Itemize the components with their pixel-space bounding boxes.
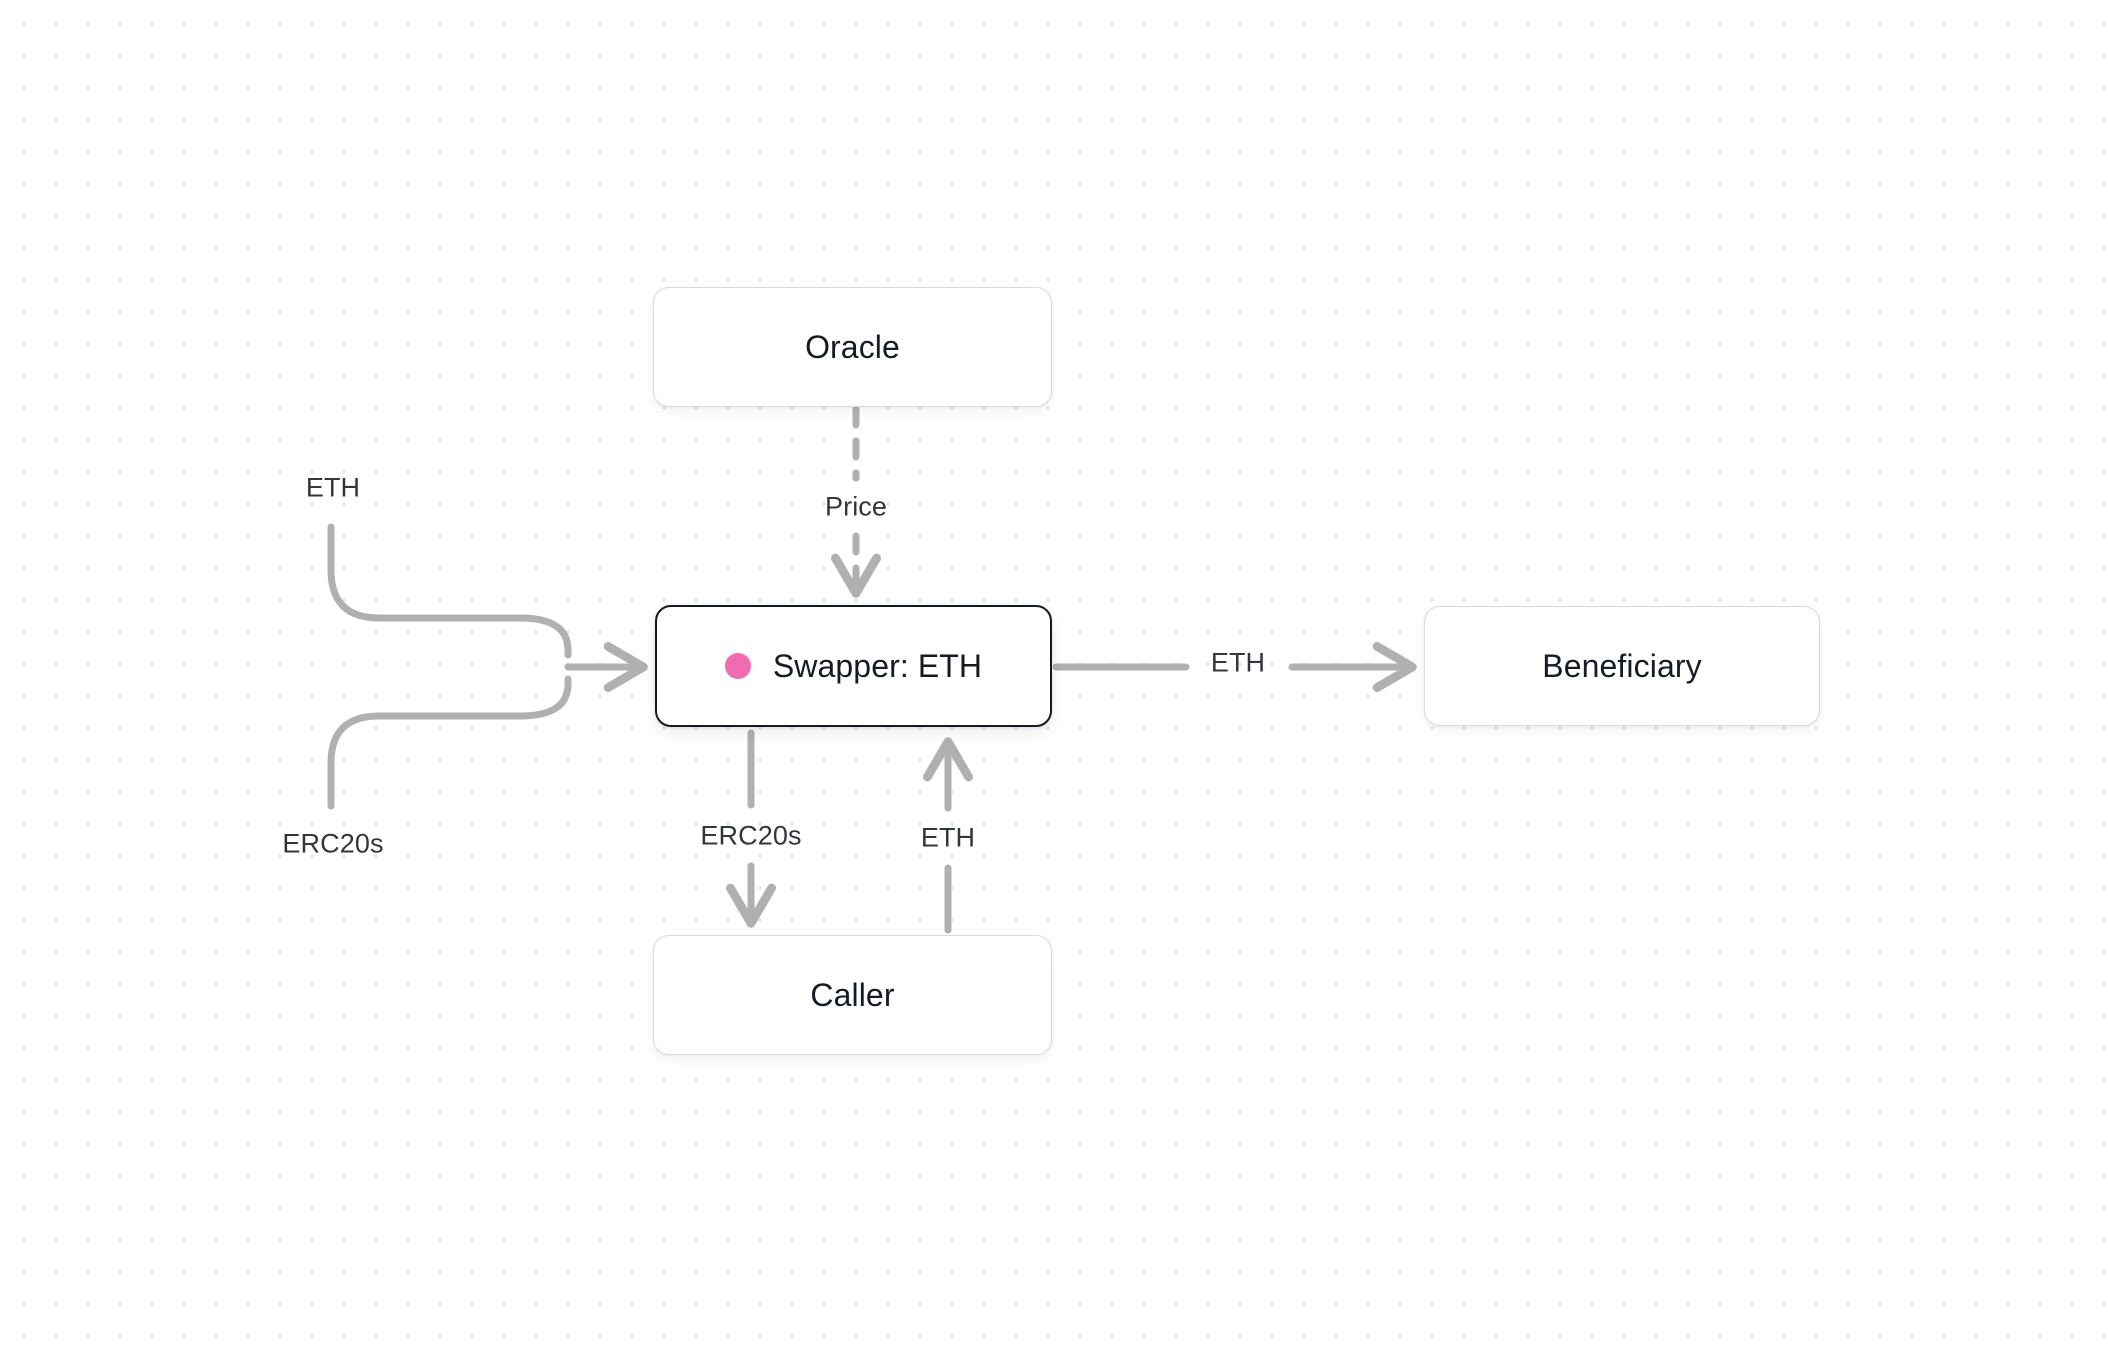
node-caller-content: Caller <box>810 979 894 1011</box>
node-caller[interactable]: Caller <box>653 935 1052 1055</box>
edge-label-swapper-to-beneficiary-eth: ETH <box>1210 647 1266 678</box>
node-oracle-content: Oracle <box>805 331 900 363</box>
node-oracle[interactable]: Oracle <box>653 287 1052 407</box>
node-beneficiary-content: Beneficiary <box>1542 650 1701 682</box>
edge-label-source-erc20s: ERC20s <box>282 828 384 859</box>
node-swapper[interactable]: Swapper: ETH <box>655 605 1052 727</box>
edge-source-eth <box>327 523 572 659</box>
edge-label-caller-to-swapper-eth: ETH <box>920 822 976 853</box>
node-caller-label: Caller <box>810 977 895 1013</box>
node-swapper-content: Swapper: ETH <box>724 648 983 684</box>
edge-source-erc20s <box>327 675 572 810</box>
node-beneficiary[interactable]: Beneficiary <box>1424 606 1820 726</box>
node-oracle-label: Oracle <box>805 329 900 365</box>
status-dot-icon <box>724 653 751 679</box>
node-beneficiary-label: Beneficiary <box>1542 648 1702 684</box>
edge-label-price: Price <box>824 491 888 522</box>
edge-label-source-eth: ETH <box>305 472 361 503</box>
node-swapper-label: Swapper: ETH <box>772 648 983 684</box>
edge-label-swapper-to-caller-erc20s: ERC20s <box>700 820 802 851</box>
